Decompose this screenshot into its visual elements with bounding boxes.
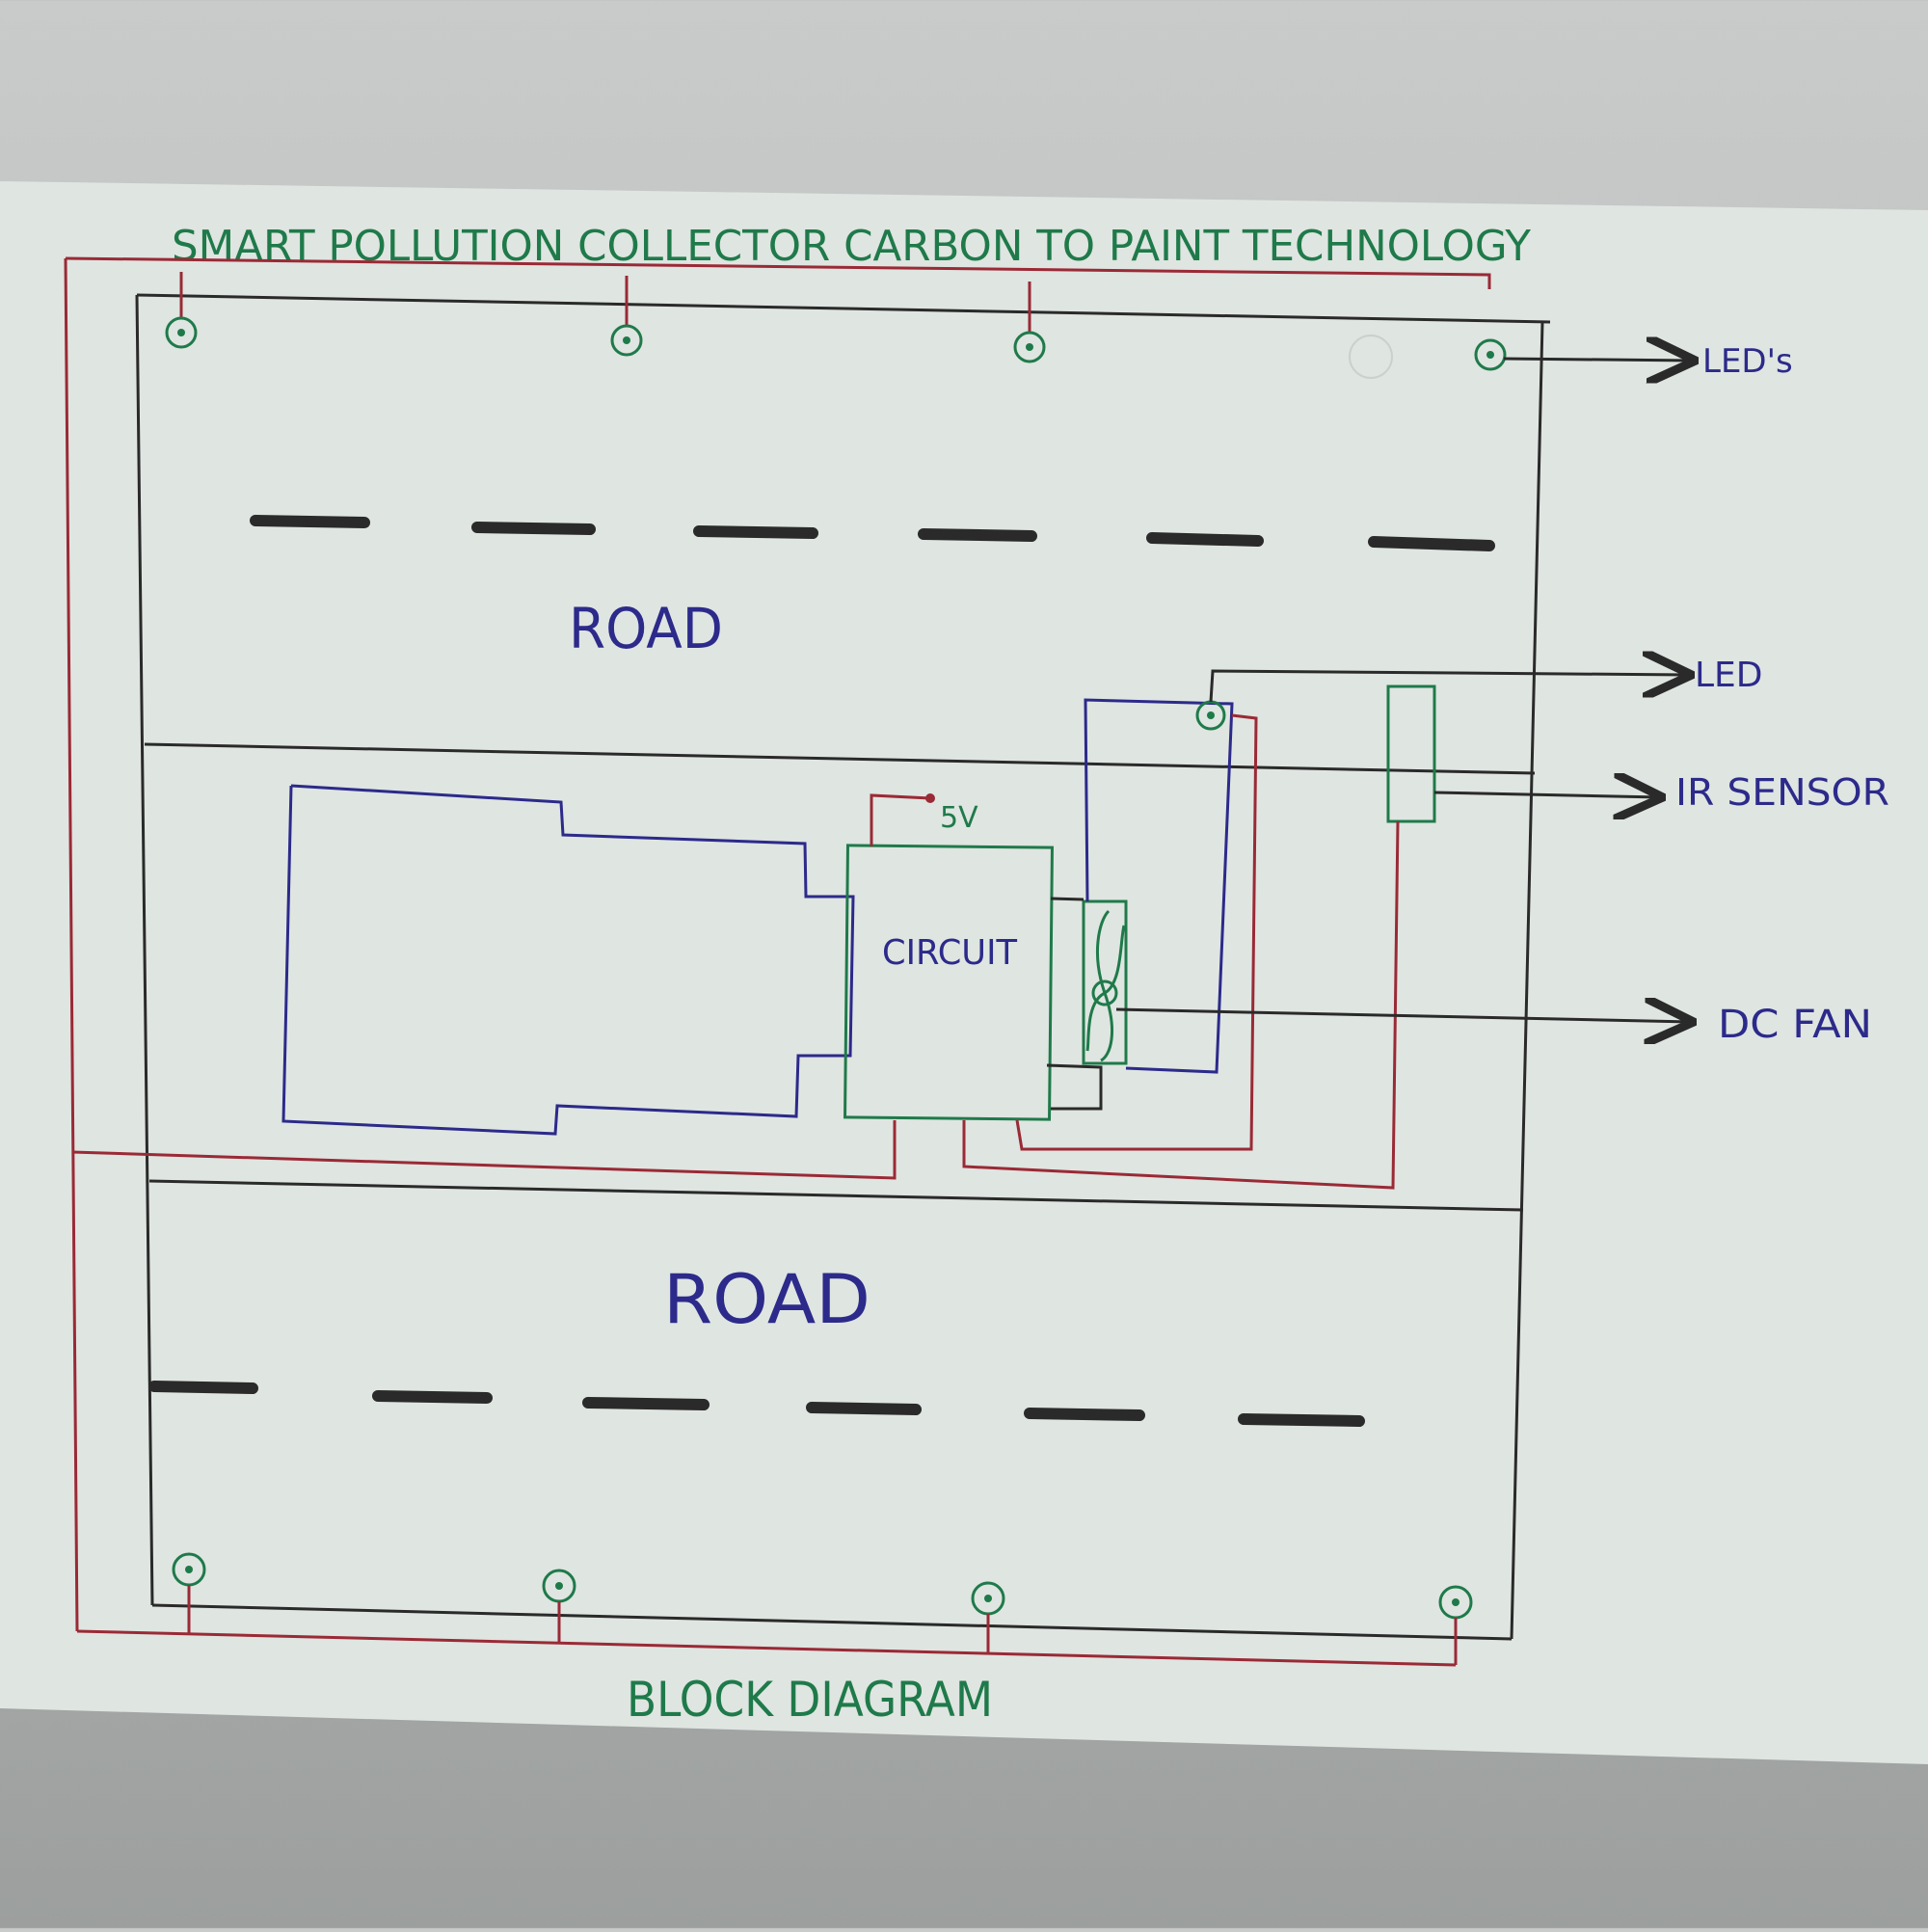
supply-wire bbox=[870, 793, 931, 846]
voltage-label: 5V bbox=[940, 801, 978, 835]
collector-housing bbox=[281, 784, 855, 1136]
ir-sensor-box bbox=[1386, 684, 1436, 823]
led-dot bbox=[185, 1566, 193, 1573]
sensor-red-wire bbox=[962, 820, 1400, 1190]
diagram-footer: BLOCK DIAGRAM bbox=[627, 1672, 993, 1728]
frame-bottom bbox=[151, 1603, 1513, 1641]
led-icon bbox=[1474, 338, 1507, 371]
led-dot bbox=[555, 1582, 563, 1590]
road-label-bottom: ROAD bbox=[663, 1260, 870, 1339]
circuit-label: CIRCUIT bbox=[882, 933, 1018, 973]
led-label: LED bbox=[1695, 656, 1763, 695]
lane-dashes-bottom bbox=[148, 1381, 1365, 1427]
ir-sensor-label: IR SENSOR bbox=[1675, 771, 1889, 814]
paper-sheet bbox=[0, 181, 1928, 1764]
led-module-box bbox=[1084, 698, 1234, 1074]
top-led-row bbox=[165, 272, 1507, 371]
led-dot bbox=[1026, 343, 1033, 351]
dc-fan-box bbox=[1082, 899, 1128, 1065]
supply-red-wire bbox=[71, 1120, 897, 1180]
red-outer-wire bbox=[65, 256, 1491, 289]
led-arrow bbox=[1209, 671, 1689, 703]
led-dot bbox=[1452, 1598, 1459, 1606]
lane-dashes-top bbox=[250, 515, 1495, 551]
led-dot bbox=[623, 336, 630, 344]
led-icon bbox=[165, 316, 198, 349]
median-top-line bbox=[144, 742, 1536, 775]
leds-arrow bbox=[1503, 359, 1693, 361]
frame-top bbox=[136, 293, 1551, 324]
dc-fan-label: DC FAN bbox=[1718, 1003, 1872, 1047]
erased-mark bbox=[1349, 335, 1393, 379]
frame-right bbox=[1510, 321, 1544, 1640]
led-dot bbox=[1486, 351, 1494, 359]
led-red-wire bbox=[1015, 713, 1258, 1151]
red-outer-wire-left bbox=[64, 257, 79, 1632]
led-dot bbox=[984, 1595, 992, 1602]
fan-icon bbox=[1085, 909, 1126, 1062]
supply-terminal bbox=[925, 793, 935, 803]
bottom-led-row bbox=[172, 1552, 1473, 1665]
led-dot bbox=[177, 329, 185, 336]
leds-label: LED's bbox=[1702, 342, 1793, 381]
module-led-dot bbox=[1207, 711, 1215, 719]
road-label-top: ROAD bbox=[569, 596, 723, 661]
fan-ground-wire bbox=[1046, 1063, 1103, 1111]
circuit-box bbox=[844, 844, 1054, 1121]
diagram-title: SMART POLLUTION COLLECTOR CARBON TO PAIN… bbox=[172, 222, 1531, 271]
median-bottom-line bbox=[148, 1179, 1524, 1212]
led-icon bbox=[610, 324, 643, 357]
red-outer-wire-bottom bbox=[76, 1629, 1457, 1667]
ir-sensor-arrow bbox=[1433, 792, 1660, 797]
dc-fan-arrow bbox=[1115, 1009, 1691, 1022]
led-icon bbox=[1013, 331, 1046, 363]
